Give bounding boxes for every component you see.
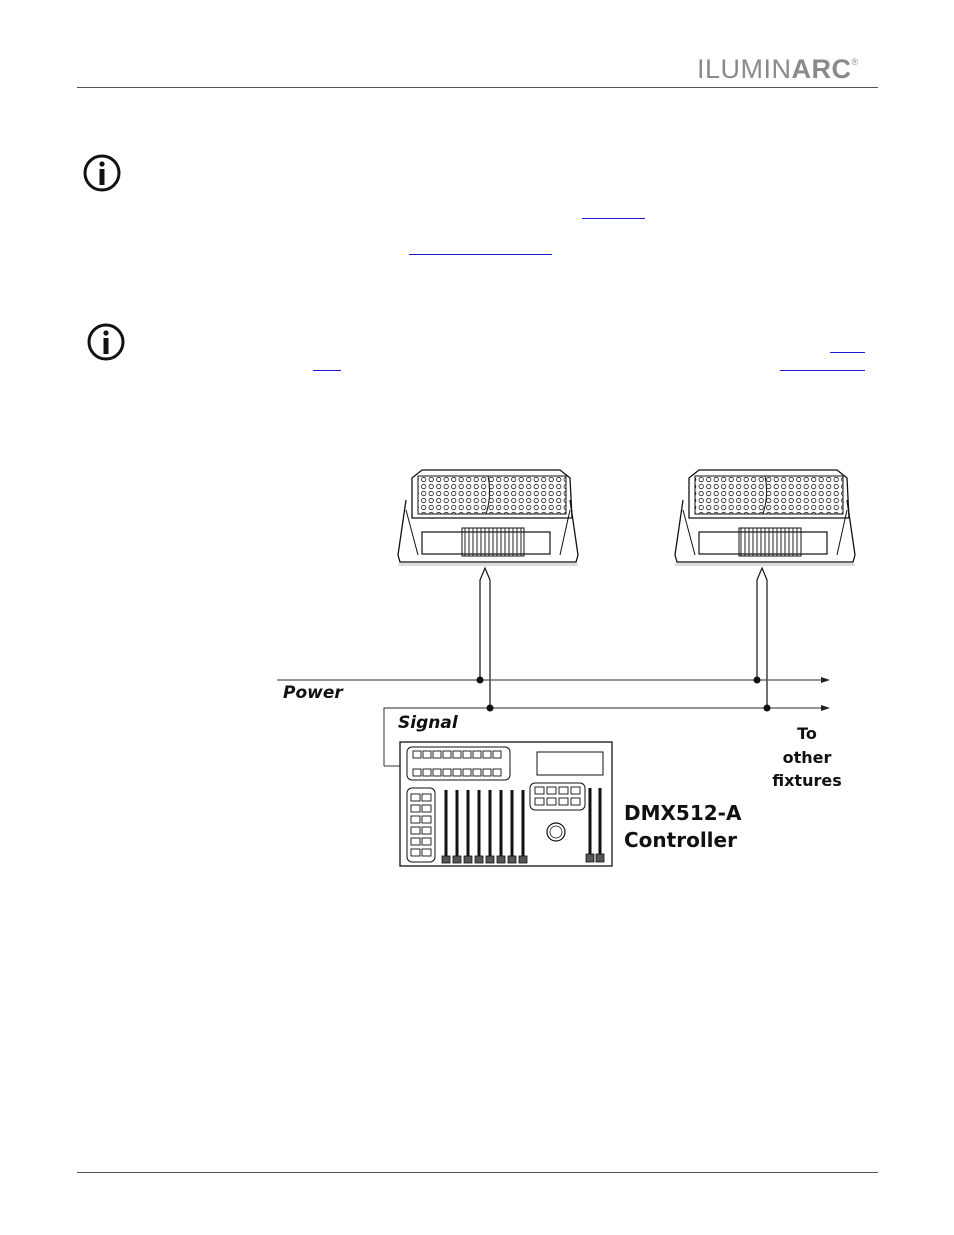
light-fixture — [397, 469, 579, 566]
to-other-fixtures-label: other — [783, 748, 832, 767]
dmx-controller-illustration — [399, 741, 613, 867]
controller-label: DMX512-A — [624, 801, 742, 825]
logo-text-bold: ARC — [791, 54, 852, 84]
info-icon — [83, 154, 121, 192]
hyperlink-underline[interactable] — [313, 370, 341, 371]
header-rule — [77, 87, 878, 88]
to-other-fixtures-label: fixtures — [772, 771, 841, 790]
power-label: Power — [283, 683, 344, 703]
fixture-cable — [479, 566, 491, 708]
hyperlink-underline[interactable] — [582, 218, 645, 219]
logo-text-light: ILUMIN — [697, 54, 792, 84]
signal-label: Signal — [398, 713, 459, 733]
light-fixture — [674, 469, 856, 566]
fixture-cable — [756, 566, 768, 708]
to-other-fixtures-label: To — [797, 724, 817, 743]
controller-label: Controller — [624, 828, 737, 852]
hyperlink-underline[interactable] — [780, 370, 865, 371]
brand-logo: ILUMINARC® — [697, 56, 859, 83]
hyperlink-underline[interactable] — [409, 254, 552, 255]
signal-line — [383, 707, 824, 766]
hyperlink-underline[interactable] — [830, 352, 865, 353]
footer-rule — [77, 1172, 878, 1173]
logo-registered-mark: ® — [851, 57, 859, 67]
info-icon — [87, 323, 125, 361]
